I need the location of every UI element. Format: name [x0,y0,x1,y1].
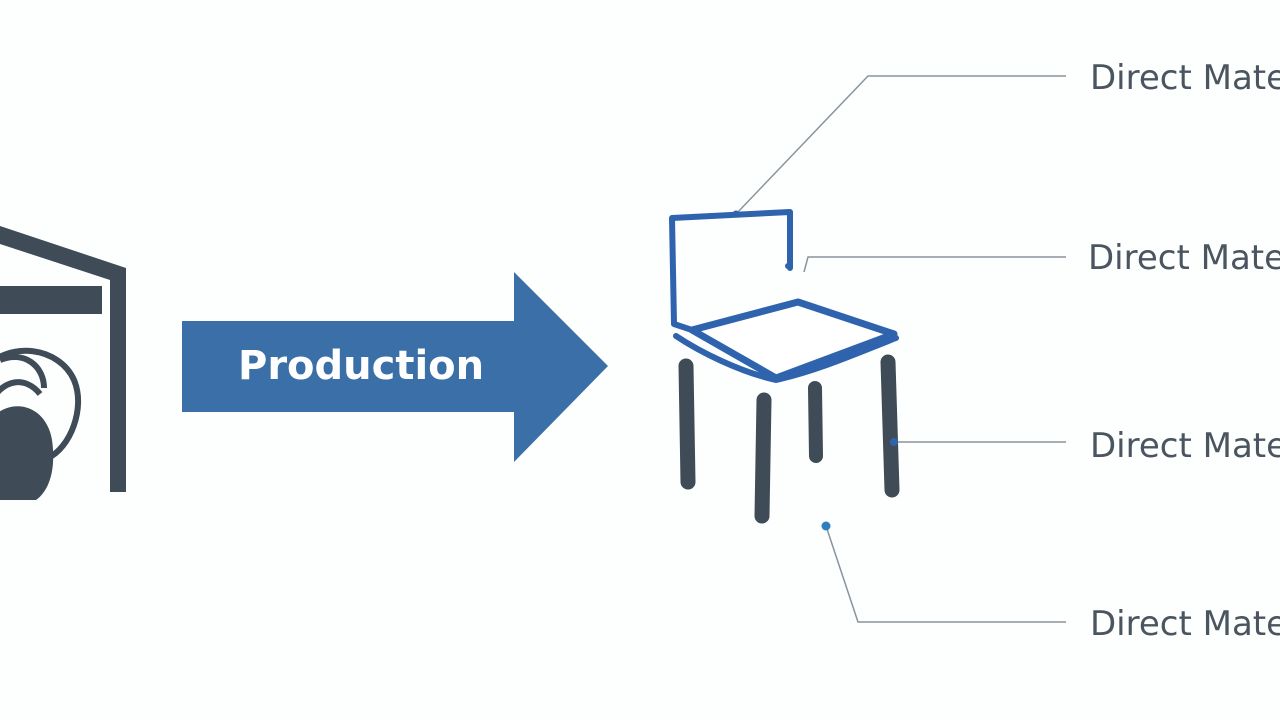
production-arrow [182,272,608,462]
production-label: Production [238,343,485,389]
callout-label-1: Direct Mate [1090,58,1280,98]
callout-label-4: Direct Mate [1090,604,1280,644]
factory-icon [0,226,126,500]
callout-leader-1 [732,75,1066,218]
callout-label-3: Direct Mate [1090,426,1280,466]
callout-label-2: Direct Mate [1088,238,1280,278]
chair-icon [669,209,900,524]
callout-leader-4 [821,521,1066,623]
callout-leader-3 [890,438,1066,446]
callout-leader-2 [785,256,1066,273]
